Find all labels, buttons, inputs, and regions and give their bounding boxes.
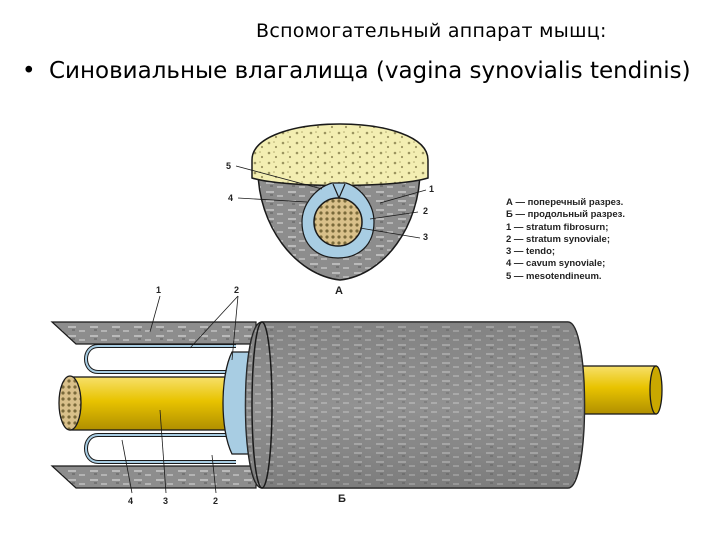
legend-row: 5 — mesotendineum.: [506, 270, 602, 282]
sheath-rim: [251, 321, 273, 489]
bone-section: [251, 123, 429, 187]
bullet-text: Синовиальные влагалища (vagina synoviali…: [49, 58, 691, 84]
figure-a-leader-lines: [235, 165, 427, 239]
fig-b-caption: Б: [338, 493, 346, 505]
tendon-section: [313, 197, 363, 247]
cross-section-figure: [235, 123, 429, 281]
fig-a-caption: А: [335, 285, 343, 297]
legend-row: 2 — stratum synoviale;: [506, 233, 611, 245]
tendon-body: [69, 376, 241, 431]
fig-b-label-1: 1: [156, 285, 162, 295]
bullet-item: • Синовиальные влагалища (vagina synovia…: [22, 56, 702, 87]
fig-a-label-5: 5: [226, 161, 232, 171]
fig-b-label-3: 3: [163, 496, 169, 506]
bullet-marker: •: [22, 58, 36, 84]
fibrous-layer-bottom: [50, 465, 257, 489]
sheath-cylinder-shade: [245, 322, 585, 488]
fig-a-label-2: 2: [423, 206, 429, 216]
legend-row: 4 — cavum synoviale;: [506, 258, 606, 270]
fig-b-label-2-top: 2: [234, 285, 240, 295]
longitudinal-figure: [50, 295, 663, 494]
tendon-right-end: [571, 365, 657, 415]
tendon-left-face: [58, 375, 82, 431]
synovial-fold-top: [84, 344, 236, 374]
legend-row: 1 — stratum fibrosurn;: [506, 221, 609, 233]
fig-a-label-3: 3: [423, 232, 429, 242]
fibrous-layer-top: [50, 321, 257, 345]
fig-b-label-2-bottom: 2: [213, 496, 219, 506]
fig-a-label-1: 1: [429, 184, 435, 194]
fig-a-label-4: 4: [228, 193, 234, 203]
legend-row: А — поперечный разрез.: [506, 197, 624, 208]
figure-legend: А — поперечный разрез. Б — продольный ра…: [506, 197, 625, 283]
figure-b-leader-lines: [121, 295, 239, 494]
synovial-fold-bottom: [84, 433, 236, 464]
fig-b-label-4: 4: [128, 496, 134, 506]
legend-row: 3 — tendo;: [506, 246, 556, 258]
tendon-right-face: [649, 365, 663, 415]
slide-header: Вспомогательный аппарат мышц:: [256, 20, 607, 42]
legend-row: Б — продольный разрез.: [506, 209, 626, 221]
